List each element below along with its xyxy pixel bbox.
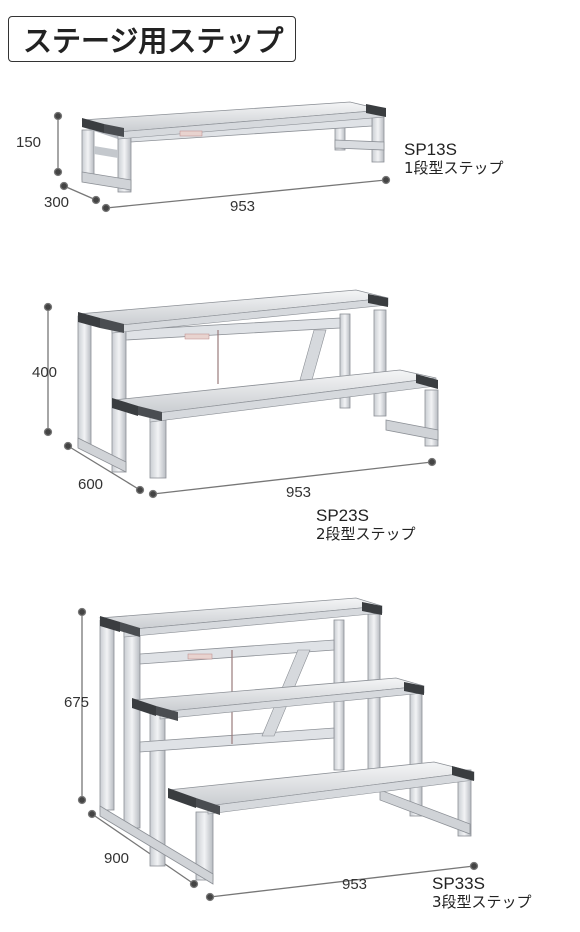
width-label-sp13s: 953 [230, 198, 256, 215]
model-label-sp13s: SP13S 1段型ステップ [404, 140, 504, 178]
dimension-lines-sp13s [53, 111, 391, 213]
model-label-sp33s: SP33S 3段型ステップ [432, 874, 532, 912]
step-illustration-sp33s [77, 597, 479, 902]
depth-label-sp33s: 900 [104, 850, 130, 867]
height-label-sp23s: 400 [32, 364, 58, 381]
page-title: ステージ用ステップ [23, 24, 284, 58]
depth-label-sp23s: 600 [78, 476, 104, 493]
model-subtitle-sp23s: 2段型ステップ [316, 525, 416, 543]
model-subtitle-sp13s: 1段型ステップ [404, 159, 504, 177]
height-label-sp13s: 150 [16, 134, 42, 151]
page-title-box: ステージ用ステップ [8, 16, 296, 62]
height-label-sp33s: 675 [64, 694, 90, 711]
model-code-sp33s: SP33S [432, 874, 485, 893]
width-label-sp23s: 953 [286, 484, 312, 501]
model-code-sp13s: SP13S [404, 140, 457, 159]
model-subtitle-sp33s: 3段型ステップ [432, 893, 532, 911]
step-illustration-sp13s [53, 101, 391, 213]
model-code-sp23s: SP23S [316, 506, 369, 525]
dimension-lines-sp23s [43, 302, 437, 499]
depth-label-sp13s: 300 [44, 194, 70, 211]
dimension-lines-sp33s [77, 607, 479, 902]
step-illustration-sp23s [43, 289, 439, 499]
model-label-sp23s: SP23S 2段型ステップ [316, 506, 416, 544]
width-label-sp33s: 953 [342, 876, 368, 893]
